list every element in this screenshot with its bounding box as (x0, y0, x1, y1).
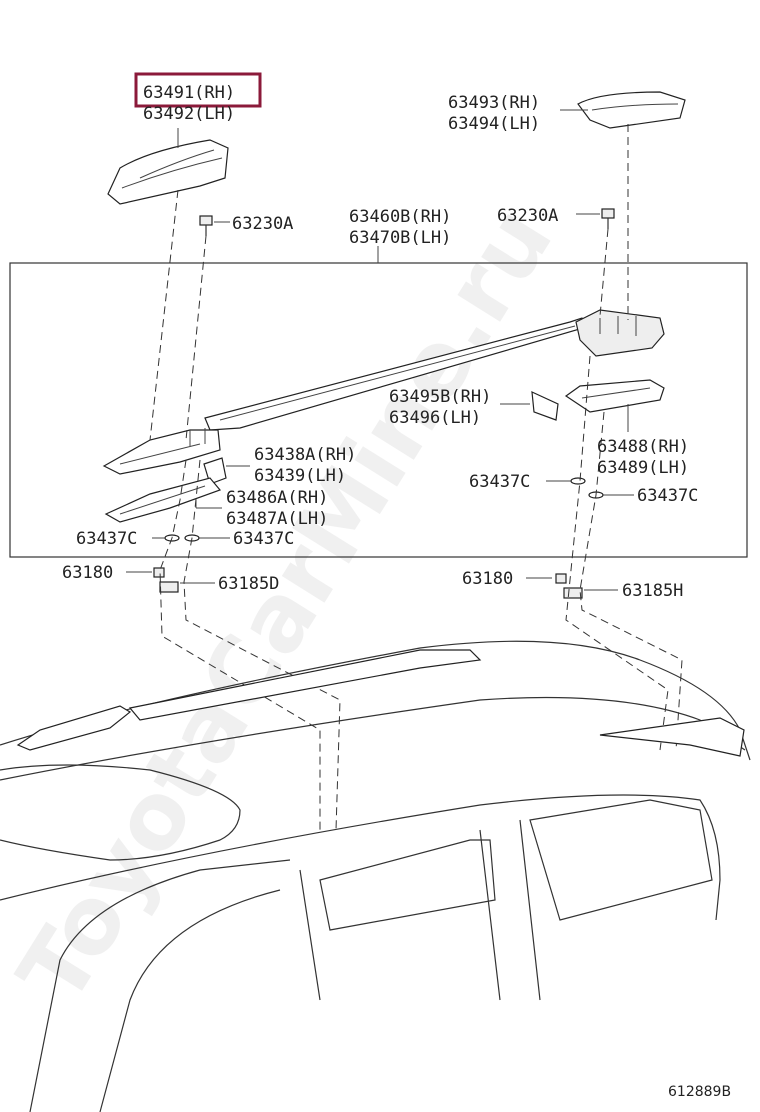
label-63494: 63494(LH) (448, 114, 540, 134)
screw-left (199, 215, 213, 236)
label-63489: 63489(LH) (597, 458, 689, 478)
label-63437c-left2: 63437C (233, 529, 294, 549)
clip-63185h (563, 587, 583, 599)
label-63460b: 63460B(RH) (349, 207, 451, 227)
assembly-dash-lines (149, 124, 683, 831)
highlight-box (134, 72, 262, 108)
label-63437c-right: 63437C (637, 486, 698, 506)
label-63491: 63491(RH) (143, 83, 235, 103)
rear-end-cover (577, 91, 686, 129)
front-end-cover (107, 139, 229, 205)
label-63437c-left1: 63437C (76, 529, 137, 549)
label-63437c-mid-right: 63437C (469, 472, 530, 492)
label-63185d: 63185D (218, 574, 279, 594)
label-63230a-right: 63230A (497, 206, 558, 226)
label-63492: 63492(LH) (143, 104, 235, 124)
bracket-63438a (203, 457, 227, 485)
label-63180-right: 63180 (462, 569, 513, 589)
label-63487a: 63487A(LH) (226, 509, 328, 529)
label-63470b: 63470B(LH) (349, 228, 451, 248)
label-63439: 63439(LH) (254, 466, 346, 486)
leg-cover-63488 (564, 379, 665, 413)
label-63185h: 63185H (622, 581, 683, 601)
clip-63185d (159, 581, 179, 593)
nut-63180-right (555, 573, 567, 584)
roof-rail (102, 309, 665, 475)
bracket-63495b (531, 391, 559, 421)
washer-mid-right (570, 477, 586, 485)
vehicle-outline (0, 640, 751, 1112)
label-63488: 63488(RH) (597, 437, 689, 457)
label-63495b: 63495B(RH) (389, 387, 491, 407)
screw-right (601, 208, 615, 229)
label-63493: 63493(RH) (448, 93, 540, 113)
base-63486a (104, 477, 222, 523)
label-63230a-left: 63230A (232, 214, 293, 234)
footer-code: 612889B (668, 1084, 731, 1100)
label-63438a: 63438A(RH) (254, 445, 356, 465)
label-63496: 63496(LH) (389, 408, 481, 428)
label-63180-left: 63180 (62, 563, 113, 583)
nut-63180-left (153, 567, 165, 578)
label-63486a: 63486A(RH) (226, 488, 328, 508)
